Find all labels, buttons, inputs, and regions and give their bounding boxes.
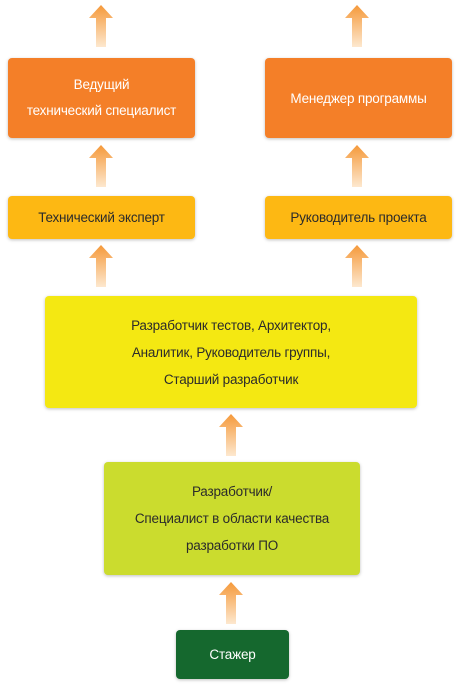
senior-roles-box: Разработчик тестов, Архитектор, Аналитик… (45, 296, 417, 408)
senior-roles-label: Разработчик тестов, Архитектор, Аналитик… (131, 317, 331, 387)
up-arrow-icon (345, 145, 369, 187)
project-manager-box: Руководитель проекта (265, 196, 452, 239)
program-manager-box: Менеджер программы (265, 58, 452, 138)
technical-expert-label: Технический эксперт (38, 210, 165, 225)
up-arrow-icon (345, 245, 369, 287)
up-arrow-icon (89, 145, 113, 187)
developer-label: Разработчик/ Специалист в области качест… (134, 484, 330, 553)
lead-technical-specialist-label: Ведущий технический специалист (26, 77, 177, 118)
lead-technical-specialist-box: Ведущий технический специалист (8, 58, 195, 138)
up-arrow-icon (219, 582, 243, 624)
intern-box: Стажер (176, 630, 289, 679)
up-arrow-icon (345, 5, 369, 47)
up-arrow-icon (89, 5, 113, 47)
technical-expert-box: Технический эксперт (8, 196, 195, 239)
intern-label: Стажер (209, 647, 256, 662)
developer-box: Разработчик/ Специалист в области качест… (104, 462, 360, 575)
project-manager-label: Руководитель проекта (290, 210, 427, 225)
up-arrow-icon (219, 414, 243, 456)
up-arrow-icon (89, 245, 113, 287)
program-manager-label: Менеджер программы (290, 90, 427, 106)
